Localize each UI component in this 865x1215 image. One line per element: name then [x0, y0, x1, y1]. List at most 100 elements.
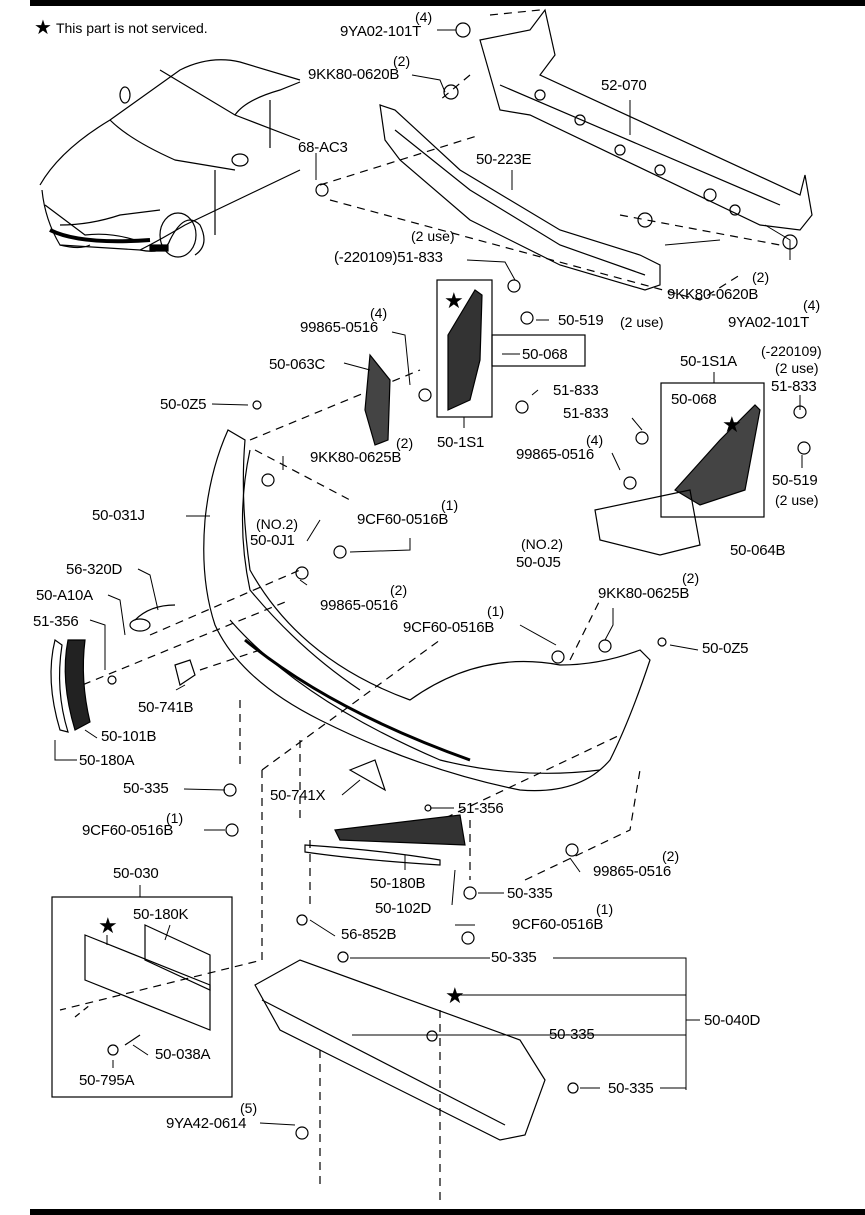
part-label-51-833[interactable]: 51-833 — [563, 405, 609, 422]
part-qty: (2) — [682, 570, 700, 586]
guide-lines — [59, 9, 781, 1200]
under-cover-50-040D-drawing — [254, 959, 546, 1141]
part-label-50-101B[interactable]: 50-101B — [101, 728, 157, 745]
molding-50-180B — [304, 844, 441, 866]
part-qty: (1) — [487, 603, 505, 619]
part-label-50-0Z5[interactable]: 50-0Z5 — [160, 396, 207, 413]
part-label-50-795A[interactable]: 50-795A — [79, 1072, 135, 1089]
leader-lines — [54, 29, 803, 1126]
part-label-50-741X[interactable]: 50-741X — [270, 787, 326, 804]
bumper-reinforcement-drawing — [479, 8, 813, 231]
part-label-50-180A[interactable]: 50-180A — [79, 752, 135, 769]
part-label-50-335[interactable]: 50-335 — [549, 1026, 595, 1043]
part-label-50-102D[interactable]: 50-102D — [375, 900, 432, 917]
part-label-56-320D[interactable]: 56-320D — [66, 561, 123, 578]
part-label-9CF60-0516B[interactable]: 9CF60-0516B — [82, 822, 174, 839]
plate-bracket-drawing — [84, 934, 211, 1031]
part-label-50-068[interactable]: 50-068 — [671, 391, 717, 408]
box-50-1S1A — [660, 382, 765, 518]
part-label-52-070[interactable]: 52-070 — [601, 77, 647, 94]
part-label-51-833[interactable]: 51-833 — [553, 382, 599, 399]
part-label-99865-0516[interactable]: 99865-0516 — [300, 319, 379, 336]
part-label-68-AC3[interactable]: 68-AC3 — [298, 139, 348, 156]
headlamp-bracket-right — [674, 404, 761, 506]
part-label-9KK80-0625B[interactable]: 9KK80-0625B — [310, 449, 402, 466]
part-label-9YA02-101T[interactable]: 9YA02-101T — [340, 23, 422, 40]
part-label-50-335[interactable]: 50-335 — [123, 780, 169, 797]
part-label-51-833[interactable]: (-220109)51-833 — [334, 249, 443, 266]
part-qty: (4) — [370, 305, 388, 321]
plate-50-180K-drawing — [144, 924, 211, 991]
not-serviced-star-icon: ★ — [445, 983, 465, 1008]
part-label-50-A10A[interactable]: 50-A10A — [36, 587, 93, 604]
part-label-50-030[interactable]: 50-030 — [113, 865, 159, 882]
not-serviced-star-icon: ★ — [722, 412, 742, 437]
part-label-50-0J1[interactable]: 50-0J1 — [250, 532, 295, 549]
part-label-9KK80-0620B[interactable]: 9KK80-0620B — [667, 286, 759, 303]
part-qty: (2) — [662, 848, 680, 864]
part-label-9YA42-0614[interactable]: 9YA42-0614 — [166, 1115, 247, 1132]
garnish-50-101B — [64, 639, 91, 731]
part-label-50-038A[interactable]: 50-038A — [155, 1046, 211, 1063]
part-label-50-1S1A[interactable]: 50-1S1A — [680, 353, 737, 370]
part-qty: (1) — [166, 810, 184, 826]
part-label-50-519[interactable]: 50-519 — [558, 312, 604, 329]
part-label-56-852B[interactable]: 56-852B — [341, 926, 397, 943]
part-label-9YA02-101T[interactable]: 9YA02-101T — [728, 314, 810, 331]
star-icon: ★ — [34, 17, 52, 39]
part-label-50-335[interactable]: 50-335 — [608, 1080, 654, 1097]
part-label-51-356[interactable]: 51-356 — [458, 800, 504, 817]
part-label-9CF60-0516B[interactable]: 9CF60-0516B — [357, 511, 449, 528]
part-label-50-063C[interactable]: 50-063C — [269, 356, 326, 373]
part-label-9KK80-0620B[interactable]: 9KK80-0620B — [308, 66, 400, 83]
cap-50-795A — [107, 1044, 119, 1056]
part-label-50-741B[interactable]: 50-741B — [138, 699, 194, 716]
part-label-50-064B[interactable]: 50-064B — [730, 542, 786, 559]
part-qty: (2) — [390, 582, 408, 598]
cap-50-741X — [348, 759, 387, 792]
part-label-51-356[interactable]: 51-356 — [33, 613, 79, 630]
part-label-50-031J[interactable]: 50-031J — [92, 507, 145, 524]
bracket-50-063C — [364, 353, 391, 446]
part-label-50-180B[interactable]: 50-180B — [370, 875, 426, 892]
part-label-9CF60-0516B[interactable]: 9CF60-0516B — [403, 619, 495, 636]
part-qty: (2 use) — [775, 360, 819, 376]
box-50-030 — [51, 896, 233, 1098]
bumper-fascia-drawing — [203, 429, 651, 792]
molding-50-180A — [50, 638, 69, 733]
part-label-50-180K[interactable]: 50-180K — [133, 906, 189, 923]
energy-absorber-drawing — [379, 104, 661, 291]
part-qty: (2) — [396, 435, 414, 451]
part-label-51-833[interactable]: 51-833 — [771, 378, 817, 395]
part-qty: (2 use) — [775, 492, 819, 508]
part-label-50-223E[interactable]: 50-223E — [476, 151, 532, 168]
part-qty: (5) — [240, 1100, 258, 1116]
part-label-50-1S1[interactable]: 50-1S1 — [437, 434, 485, 451]
part-label-99865-0516[interactable]: 99865-0516 — [516, 446, 595, 463]
cap-50-741B — [174, 659, 196, 686]
part-label-50-0Z5[interactable]: 50-0Z5 — [702, 640, 749, 657]
grille-50-102D — [334, 814, 466, 846]
part-label-50-068[interactable]: 50-068 — [522, 346, 568, 363]
part-label-99865-0516[interactable]: 99865-0516 — [320, 597, 399, 614]
footer-rule — [30, 1209, 865, 1215]
part-label-50-040D[interactable]: 50-040D — [704, 1012, 761, 1029]
part-label-50-335[interactable]: 50-335 — [491, 949, 537, 966]
part-qty: (2) — [393, 53, 411, 69]
part-qty: (1) — [596, 901, 614, 917]
screw-50-038A — [124, 1034, 141, 1046]
part-label-9CF60-0516B[interactable]: 9CF60-0516B — [512, 916, 604, 933]
part-label-9KK80-0625B[interactable]: 9KK80-0625B — [598, 585, 690, 602]
part-qty: (NO.2) — [521, 536, 563, 552]
fasteners — [107, 22, 811, 1140]
part-qty: (4) — [803, 297, 821, 313]
part-label-50-519[interactable]: 50-519 — [772, 472, 818, 489]
part-label-50-0J5[interactable]: 50-0J5 — [516, 554, 561, 571]
headlamp-bracket-left — [447, 289, 483, 411]
box-50-068 — [491, 334, 586, 367]
part-qty: (-220109) — [761, 343, 822, 359]
part-label-50-335[interactable]: 50-335 — [507, 885, 553, 902]
part-label-99865-0516[interactable]: 99865-0516 — [593, 863, 672, 880]
legend: ★ This part is not serviced. — [34, 18, 208, 38]
